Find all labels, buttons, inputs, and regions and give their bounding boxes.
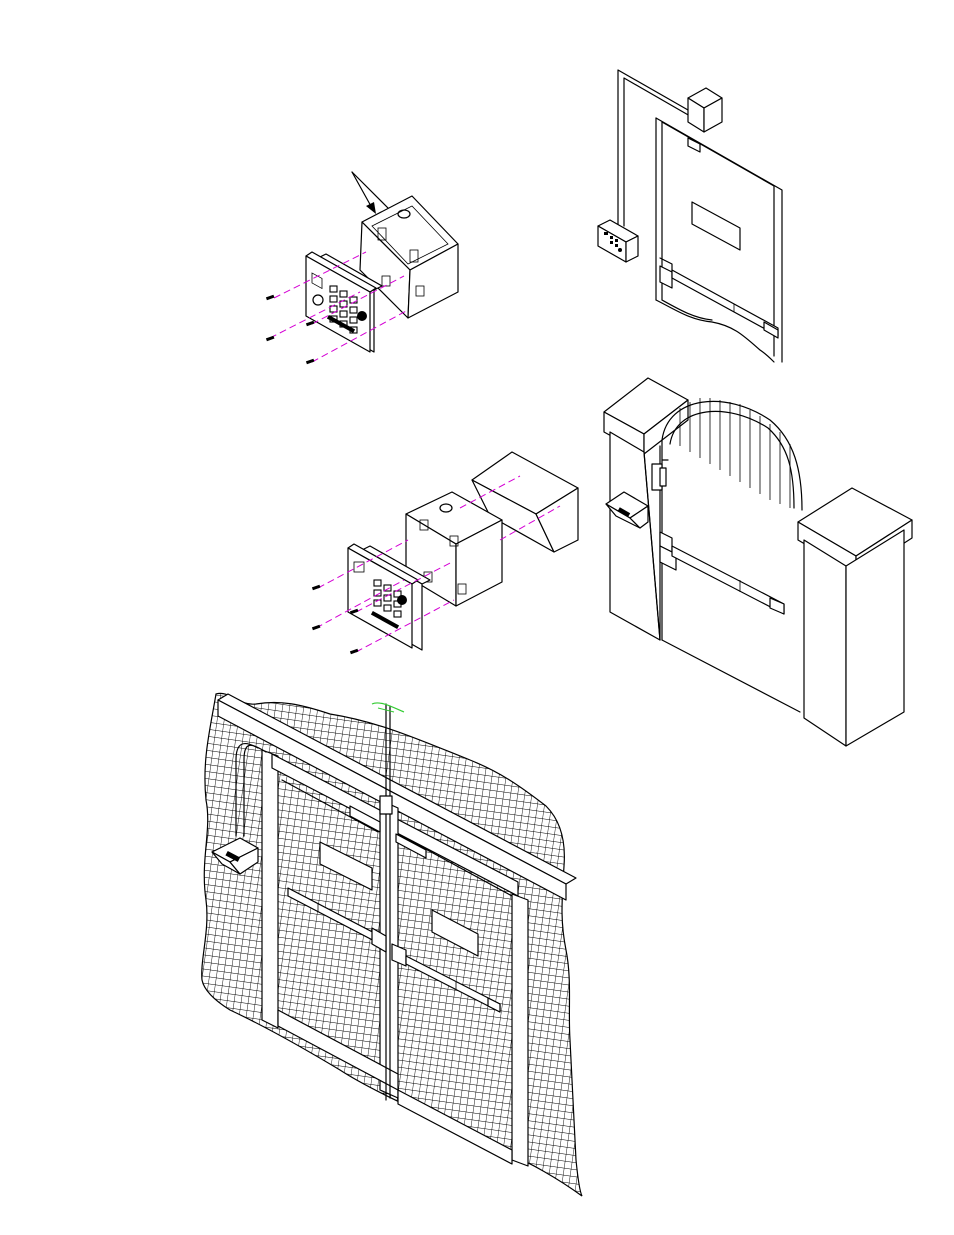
- flush-back-box: [360, 196, 458, 318]
- door-push-bar: [660, 258, 778, 338]
- flush-mount-exploded-panel: [266, 172, 458, 364]
- door-install-panel: [598, 70, 782, 362]
- gate-maglock: [652, 460, 668, 490]
- gate-push-bar: [660, 532, 784, 614]
- conduit: [618, 70, 688, 226]
- door-sign-plate: [692, 202, 740, 250]
- surface-mount-exploded-panel: [312, 452, 578, 654]
- speaker-grille-icon: [397, 595, 407, 605]
- right-gate-pillar: [798, 488, 912, 746]
- junction-box: [688, 88, 722, 132]
- door-keypad-unit: [598, 220, 638, 262]
- speaker-grille-icon: [357, 311, 367, 321]
- gate-install-panel: [604, 378, 912, 746]
- fence-double-gate-panel: [202, 693, 582, 1196]
